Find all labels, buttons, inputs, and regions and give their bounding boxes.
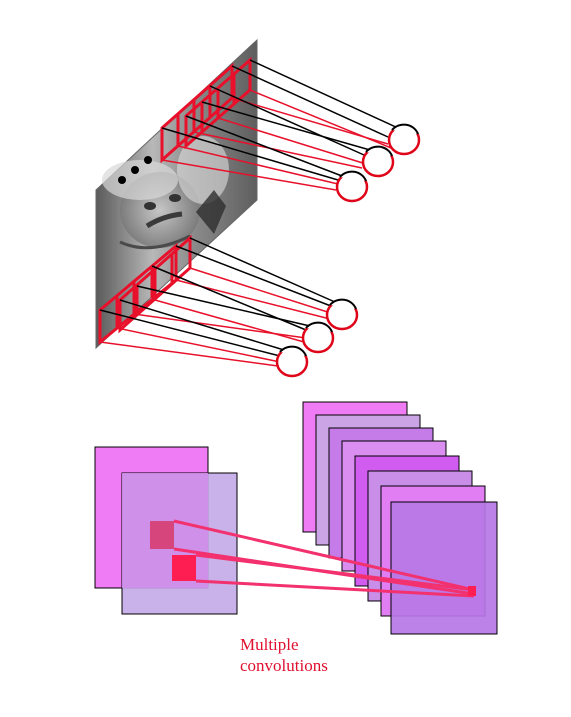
output-unit xyxy=(468,586,476,596)
caption-line-2: convolutions xyxy=(240,656,328,675)
caption: Multiple convolutions xyxy=(240,634,440,676)
filter-patches xyxy=(150,521,196,581)
filter-to-output-links xyxy=(173,519,475,598)
upper-neurons xyxy=(335,123,421,203)
caption-line-1: Multiple xyxy=(240,635,299,654)
lower-connections xyxy=(99,237,345,367)
lower-neurons xyxy=(275,298,359,378)
upper-connections xyxy=(161,59,399,191)
output-feature-maps xyxy=(302,401,498,635)
ellipsis-dots xyxy=(118,156,152,184)
